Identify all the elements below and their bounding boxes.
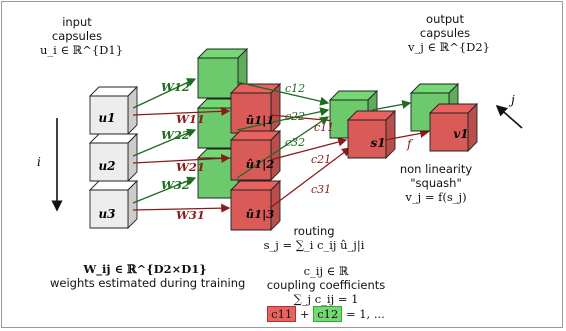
axis-label-i: i bbox=[37, 155, 41, 169]
coupling-sum: ∑_j c_ij = 1 bbox=[293, 292, 359, 306]
edge-label-c31: c31 bbox=[311, 183, 331, 196]
edge-label-c22: c22 bbox=[285, 110, 305, 123]
nonlinearity-line2: "squash" bbox=[410, 176, 462, 190]
node-s1: s1 bbox=[370, 136, 385, 150]
nonlinearity-block: non linearity "squash" v_j = f(s_j) bbox=[386, 162, 486, 204]
axis-j-arrow bbox=[495, 104, 523, 129]
edge-label-c21: c21 bbox=[311, 153, 331, 166]
coupling-edges bbox=[236, 81, 352, 209]
input-capsules-line1: input bbox=[62, 15, 92, 29]
input-cube-u3 bbox=[88, 179, 139, 230]
edge-label-W22: W22 bbox=[161, 128, 190, 142]
coupling-block: c_ij ∈ ℝ coupling coefficients ∑_j c_ij … bbox=[252, 264, 400, 322]
edge-label-W21: W21 bbox=[176, 160, 205, 174]
node-uhat13: û1|3 bbox=[246, 207, 275, 221]
edge-label-W12: W12 bbox=[161, 80, 190, 94]
node-u3: u3 bbox=[98, 207, 115, 221]
axis-label-j: j bbox=[508, 93, 515, 107]
node-u1: u1 bbox=[98, 111, 115, 125]
squash-edge-green bbox=[371, 99, 412, 111]
edge-label-W11: W11 bbox=[176, 112, 205, 126]
input-capsules-line2: capsules bbox=[51, 29, 103, 43]
input-capsule-cubes bbox=[88, 85, 139, 230]
output-capsules-line1: output bbox=[426, 12, 464, 26]
routing-block: routing s_j = ∑_i c_ij û_j|i bbox=[262, 224, 366, 252]
edge-label-W31: W31 bbox=[176, 208, 205, 222]
weights-formula: W_ij ∈ ℝ^{D2×D1} bbox=[83, 262, 207, 276]
coupling-tail: = 1, ... bbox=[345, 307, 385, 321]
input-cube-u2 bbox=[88, 132, 139, 183]
coupling-c12-box: c12 bbox=[313, 306, 343, 322]
coupling-description: coupling coefficients bbox=[266, 278, 386, 292]
output-capsules-title: output capsules v_j ∈ ℝ^{D2} bbox=[408, 12, 490, 54]
output-cubes bbox=[409, 82, 479, 153]
routing-title: routing bbox=[293, 224, 335, 238]
node-uhat11: û1|1 bbox=[246, 113, 275, 127]
red-cube-v1 bbox=[428, 102, 479, 153]
red-cube-s1 bbox=[346, 109, 397, 160]
node-v1: v1 bbox=[453, 127, 468, 141]
nonlinearity-formula: v_j = f(s_j) bbox=[405, 190, 467, 204]
node-u2: u2 bbox=[98, 159, 115, 173]
edge-label-f: f bbox=[406, 137, 414, 151]
squash-edge-red bbox=[384, 128, 430, 141]
output-capsules-line2: capsules bbox=[419, 26, 471, 40]
weights-block: W_ij ∈ ℝ^{D2×D1} weights estimated durin… bbox=[50, 262, 246, 290]
edge-label-W32: W32 bbox=[161, 178, 190, 192]
red-cube-uhat13 bbox=[229, 179, 282, 232]
prediction-cubes-red bbox=[229, 82, 282, 232]
red-cube-uhat11 bbox=[229, 82, 282, 135]
routing-formula: s_j = ∑_i c_ij û_j|i bbox=[263, 238, 365, 252]
sum-cubes bbox=[328, 89, 397, 160]
edge-label-c11: c11 bbox=[314, 121, 334, 134]
output-capsules-formula: v_j ∈ ℝ^{D2} bbox=[408, 40, 490, 54]
edge-label-c32: c32 bbox=[285, 136, 305, 149]
nonlinearity-line1: non linearity bbox=[399, 162, 473, 176]
coupling-c11-box: c11 bbox=[267, 306, 297, 322]
node-uhat12: û1|2 bbox=[246, 157, 275, 171]
red-cube-uhat12 bbox=[229, 129, 282, 182]
edge-label-c12: c12 bbox=[285, 82, 305, 95]
input-capsules-formula: u_i ∈ ℝ^{D1} bbox=[40, 43, 124, 57]
weight-edges bbox=[132, 78, 231, 213]
coupling-plus: + bbox=[299, 307, 310, 321]
weights-description: weights estimated during training bbox=[50, 276, 246, 290]
coupling-formula: c_ij ∈ ℝ bbox=[303, 264, 349, 278]
input-capsules-title: input capsules u_i ∈ ℝ^{D1} bbox=[40, 15, 124, 57]
coupling-example: c11 + c12 = 1, ... bbox=[252, 306, 400, 322]
